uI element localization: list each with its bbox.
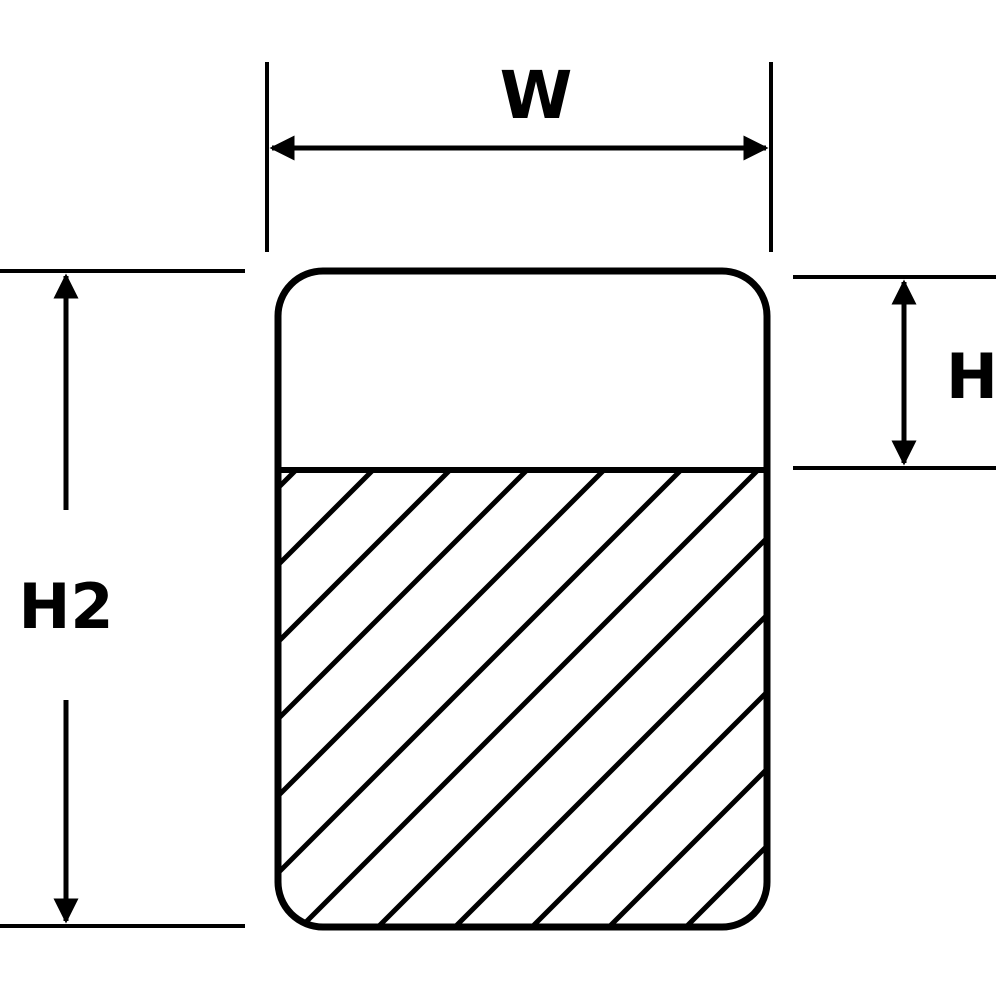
hatch-line [0,460,229,940]
height2-label: H2 [18,570,113,643]
hatch-pattern [0,460,767,940]
hatch-line [440,470,767,927]
hatch-line [278,470,308,927]
width-label: W [500,57,573,134]
hatch-line [278,470,693,927]
height2-dimension: H2 [0,269,245,928]
hatch-line [278,470,616,927]
height-dimension: H [793,275,996,470]
hatch-line [278,470,385,927]
hatch-line [517,470,767,927]
width-dimension: W [265,57,773,252]
hatch-line [748,470,767,927]
hatch-line [671,470,767,927]
hatch-line [278,470,462,927]
hatch-line [594,470,767,927]
hatch-line [0,460,152,940]
hatch-line [363,470,767,927]
height-label: H [946,340,996,413]
hatch-line [278,470,539,927]
profile-outline [274,267,771,931]
hatch-line [286,470,767,927]
